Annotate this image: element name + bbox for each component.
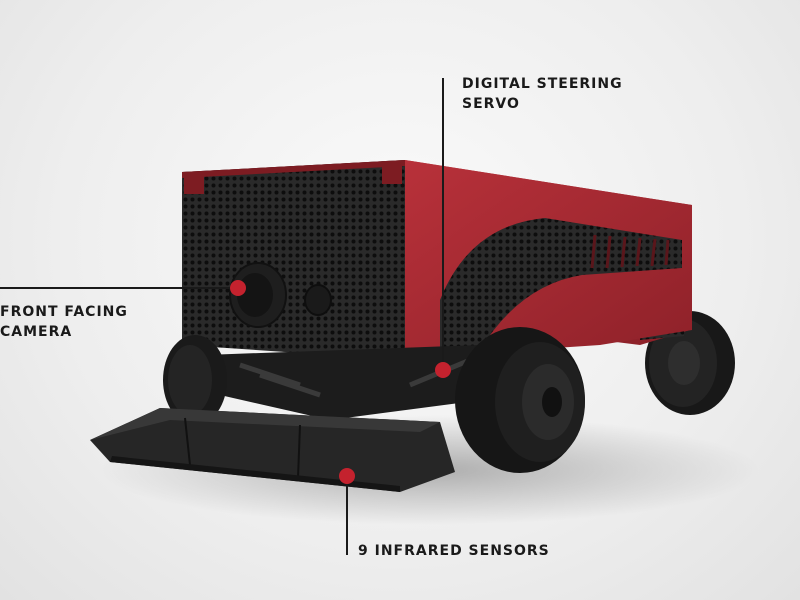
servo-label-line-1: DIGITAL STEERING: [462, 76, 623, 92]
sensors-label-line-1: 9 INFRARED SENSORS: [358, 543, 550, 559]
side-vents: [590, 234, 670, 269]
front-grille: [182, 160, 405, 360]
camera: [229, 262, 332, 328]
camera-label: FRONT FACING CAMERA: [0, 302, 128, 342]
front-bumper: [90, 408, 455, 492]
side-mesh-panel: [440, 218, 682, 352]
front-left-wheel: [163, 335, 227, 425]
leader-servo: [435, 78, 451, 378]
camera-label-line-2: CAMERA: [0, 324, 73, 340]
front-right-wheel: [455, 327, 585, 473]
leader-sensors: [339, 468, 355, 555]
servo-label-line-2: SERVO: [462, 96, 520, 112]
camera-label-line-1: FRONT FACING: [0, 304, 128, 320]
servo-label: DIGITAL STEERING SERVO: [462, 74, 623, 114]
sensors-label: 9 INFRARED SENSORS: [358, 541, 550, 561]
leader-camera: [0, 280, 246, 296]
